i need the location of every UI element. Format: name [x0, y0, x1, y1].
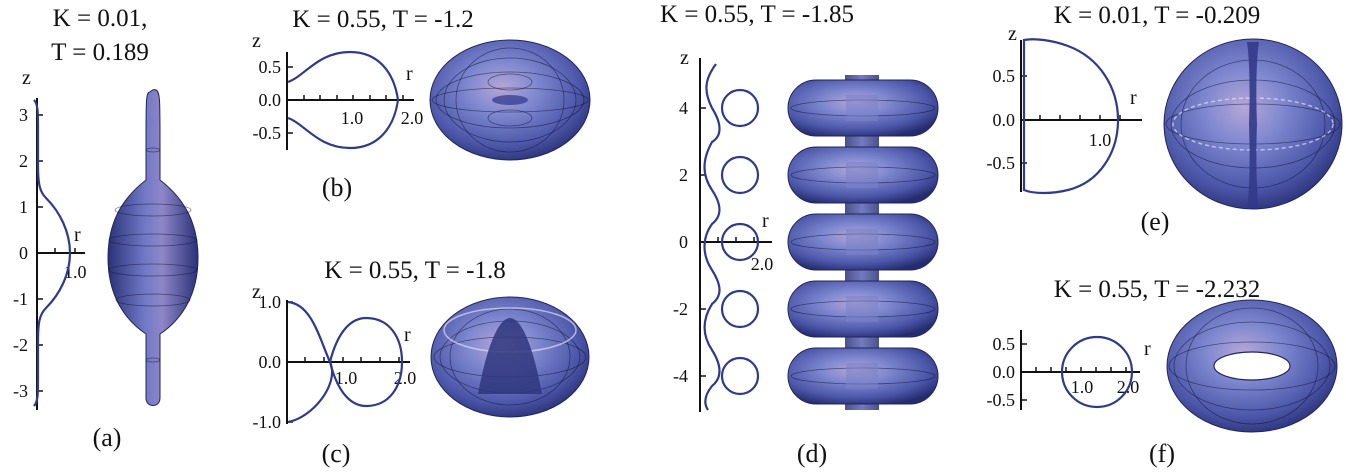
z-tick-label: 1.0: [259, 292, 282, 312]
r-tick-label: 1.0: [1071, 377, 1094, 397]
panel-b-caption: (b): [322, 173, 352, 202]
panel-d-surface-render: [787, 75, 939, 410]
panel-e-caption: (e): [1141, 207, 1170, 236]
r-axis-label: r: [762, 210, 769, 232]
z-axis-label: z: [252, 281, 261, 303]
z-axis-label: z: [252, 30, 261, 52]
panel-c-title: K = 0.55, T = -1.8: [324, 257, 505, 284]
r-tick-label: 2.0: [401, 108, 424, 128]
z-tick-label: -0.5: [253, 123, 282, 143]
profile-curve: [1022, 38, 1120, 195]
r-tick-label: 1.0: [1089, 130, 1112, 150]
panel-a-title-line1: K = 0.01,: [53, 5, 148, 32]
profile-curve: [33, 99, 72, 407]
z-axis-label: z: [1008, 23, 1017, 45]
z-tick-label: 0.0: [993, 110, 1016, 130]
surface-shape: [107, 89, 199, 406]
panel-a-surface-render: [107, 89, 199, 406]
panel-d-profile-plot: 4 2 0 -2 -4 2.0 z r: [673, 47, 773, 412]
r-axis-label: r: [1130, 87, 1137, 109]
central-neck: [1247, 42, 1259, 208]
panel-b-surface-render: [429, 39, 591, 161]
panel-c-caption: (c): [322, 439, 351, 468]
profile-circle: [720, 88, 760, 128]
z-tick-label: 0.0: [259, 90, 282, 110]
axis-ticks: [287, 66, 404, 134]
r-tick-label: 1.0: [341, 108, 364, 128]
panel-b: K = 0.55, T = -1.2 0.5 0.0 -0.5 1.0 2.0 …: [252, 6, 591, 202]
z-tick-label: 0.0: [993, 362, 1016, 382]
panel-d-caption: (d): [797, 439, 827, 468]
z-tick-label: 0.5: [259, 57, 282, 77]
torus-hole: [1213, 351, 1291, 381]
panel-c-profile-plot: 1.0 0.0 -1.0 1.0 2.0 z r: [252, 281, 416, 432]
panel-f-profile-plot: 0.5 0.0 -0.5 1.0 2.0 r: [987, 330, 1151, 410]
r-tick-label: 2.0: [751, 254, 774, 274]
panel-a-profile-plot: 3 2 1 0 -1 -2 -3 1.0 z r: [13, 67, 87, 410]
panel-a-caption: (a): [93, 423, 122, 452]
panel-a: K = 0.01, T = 0.189 3 2 1 0 -1 -2 -3 1.0…: [13, 5, 199, 452]
panel-f-title: K = 0.55, T = -2.232: [1054, 276, 1260, 303]
z-tick-label: 1: [19, 197, 28, 217]
z-tick-label: -0.5: [987, 390, 1016, 410]
panel-c-surface-render: [430, 296, 590, 418]
panel-e-surface-render: [1163, 38, 1343, 210]
z-tick-label: -2: [13, 335, 28, 355]
r-axis-label: r: [74, 224, 81, 246]
panel-f-surface-render: [1166, 299, 1338, 433]
z-tick-label: -1.0: [253, 412, 282, 432]
panel-d-title: K = 0.55, T = -1.85: [660, 1, 854, 28]
panel-f-caption: (f): [1149, 439, 1175, 468]
r-tick-label: 1.0: [335, 368, 358, 388]
z-tick-label: -4: [673, 366, 688, 386]
profile-curve-loop: [328, 316, 404, 408]
panel-e-profile-plot: 0.5 0.0 -0.5 1.0 z r: [987, 23, 1142, 195]
z-tick-label: 0.5: [993, 66, 1016, 86]
z-tick-label: 0: [679, 232, 688, 252]
axis-ticks: [700, 107, 755, 377]
panel-b-title: K = 0.55, T = -1.2: [292, 6, 473, 33]
panel-f: K = 0.55, T = -2.232 0.5 0.0 -0.5 1.0 2.…: [987, 276, 1338, 468]
z-tick-label: 2: [19, 151, 28, 171]
z-axis-label: z: [22, 67, 31, 89]
r-axis-label: r: [404, 324, 411, 346]
profile-circle: [720, 155, 760, 195]
z-tick-label: -2: [673, 299, 688, 319]
z-axis-label: z: [680, 47, 689, 69]
axis-ticks: [1021, 343, 1127, 401]
profile-curve-zigzag: [703, 63, 721, 411]
panel-e: K = 0.01, T = -0.209 0.5 0.0 -0.5 1.0 z …: [987, 2, 1343, 236]
z-tick-label: 4: [679, 98, 688, 118]
z-tick-label: 0.0: [259, 352, 282, 372]
inner-cone: [478, 318, 542, 394]
z-tick-label: 2: [679, 165, 688, 185]
panel-b-profile-plot: 0.5 0.0 -0.5 1.0 2.0 z r: [252, 30, 423, 150]
z-tick-label: -0.5: [987, 153, 1016, 173]
profile-circle: [1060, 335, 1134, 409]
z-tick-label: -1: [13, 289, 28, 309]
profile-circle: [720, 289, 760, 329]
profile-circle: [720, 356, 760, 396]
r-axis-label: r: [1144, 338, 1151, 360]
z-tick-label: 3: [19, 105, 28, 125]
z-tick-label: -3: [13, 381, 28, 401]
profile-curve: [287, 50, 400, 150]
profile-circle: [720, 222, 760, 262]
r-axis-label: r: [406, 63, 413, 85]
panel-e-title: K = 0.01, T = -0.209: [1054, 2, 1260, 29]
z-tick-label: 0: [19, 243, 28, 263]
panel-c: K = 0.55, T = -1.8 1.0 0.0 -1.0 1.0 2.0 …: [252, 257, 590, 468]
panel-d: K = 0.55, T = -1.85 4 2 0 -2 -4 2.0 z r: [660, 1, 939, 468]
panel-a-title-line2: T = 0.189: [51, 39, 149, 66]
z-tick-label: 0.5: [993, 334, 1016, 354]
